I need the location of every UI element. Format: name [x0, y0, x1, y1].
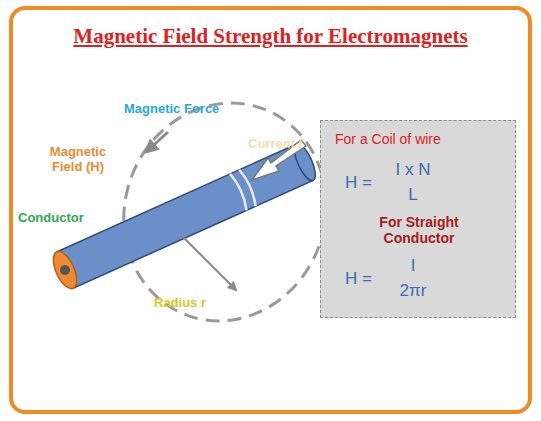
formula-denominator: L — [383, 185, 443, 205]
diagram-title: Magnetic Field Strength for Electromagne… — [0, 24, 541, 48]
frame-border — [11, 8, 530, 412]
field-direction-arrow — [146, 132, 168, 152]
field-label: Magnetic Field (H) — [38, 145, 118, 175]
conductor-label: Conductor — [18, 211, 108, 226]
conductor-core — [58, 263, 71, 276]
formula-term: H = — [345, 173, 381, 193]
formula-term: H = — [345, 269, 381, 289]
formula-heading: For a Coil of wire — [335, 131, 510, 147]
radius-label: Radius r — [154, 296, 234, 311]
formula-denominator: 2πr — [383, 281, 443, 301]
force-label: Magnetic Force — [124, 102, 244, 117]
conductor-cross-section — [49, 248, 82, 292]
formula-panel: For a Coil of wireH =I x NLFor Straight … — [320, 120, 516, 318]
current-label: Current I — [248, 137, 328, 152]
formula-numerator: I x N — [383, 160, 443, 180]
radius-arrow — [180, 234, 236, 290]
formula-numerator: I — [383, 256, 443, 276]
formula-heading: For Straight Conductor — [359, 214, 479, 246]
